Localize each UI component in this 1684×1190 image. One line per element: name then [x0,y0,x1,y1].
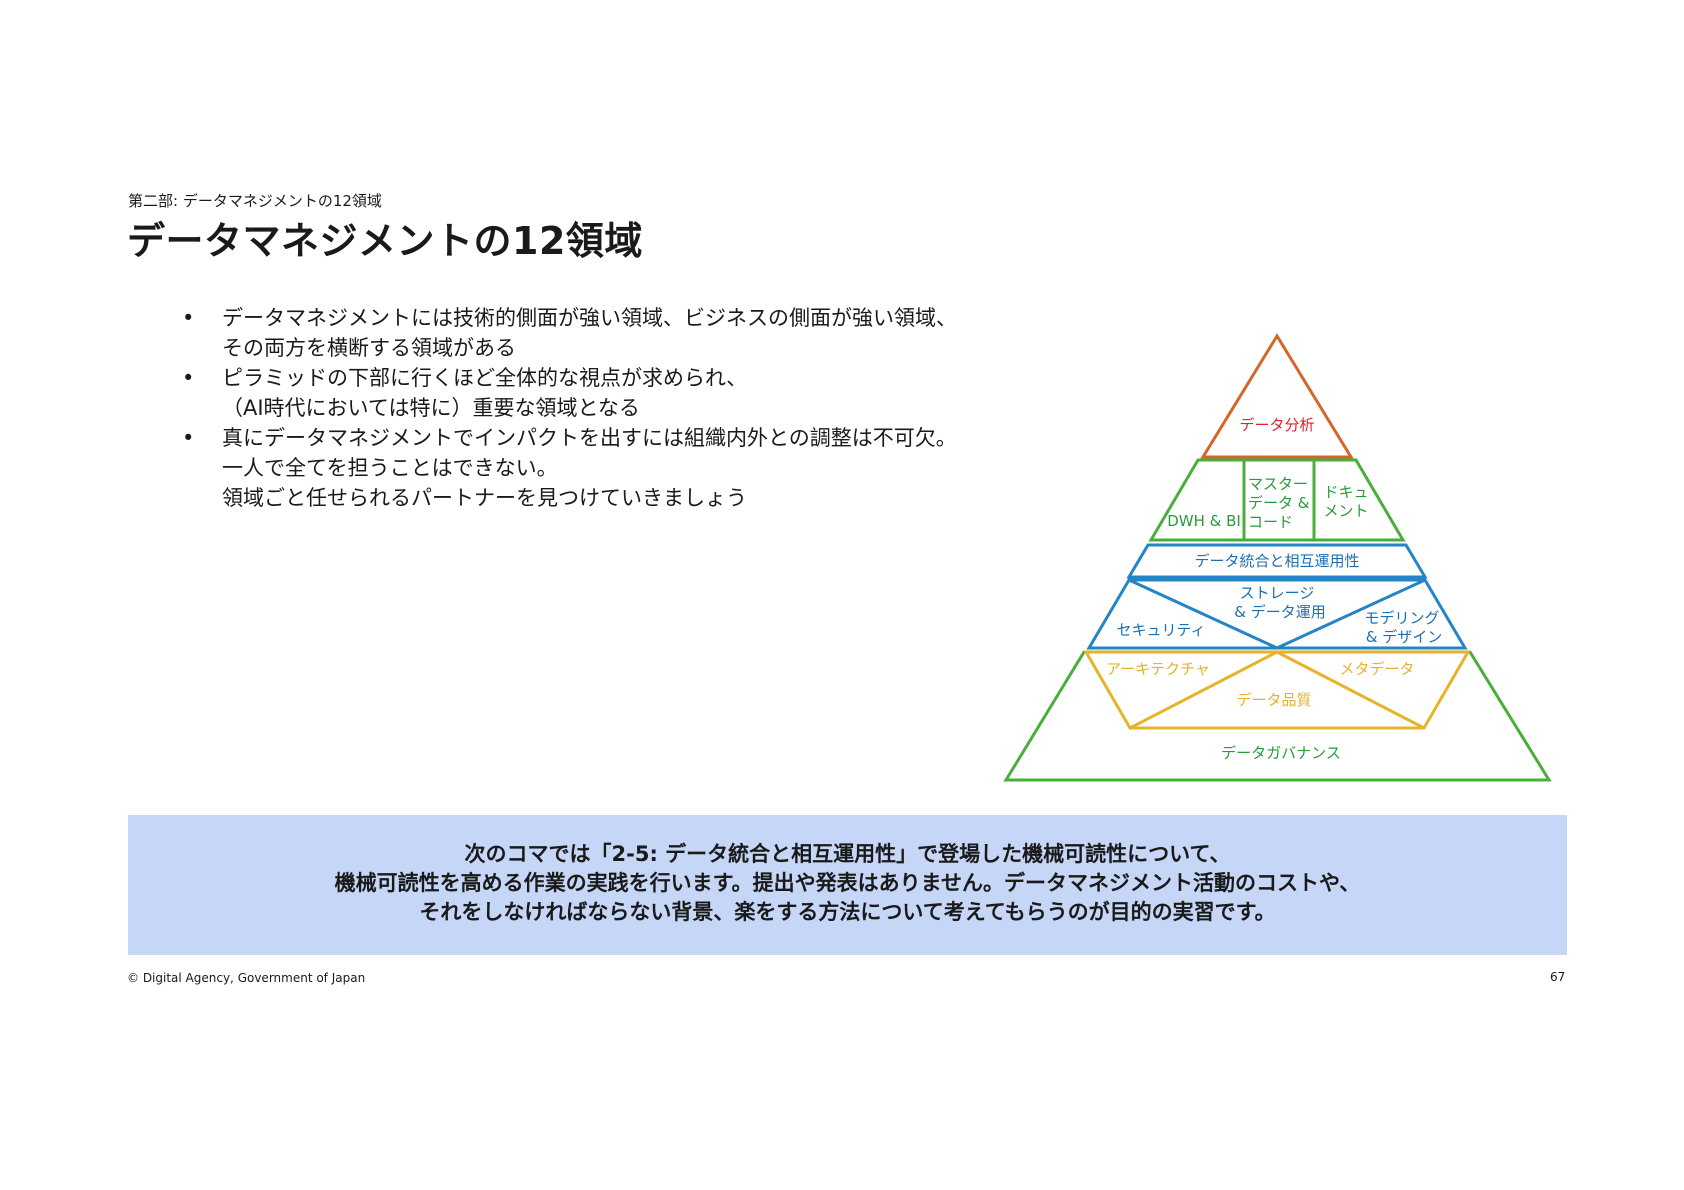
callout-line: それをしなければならない背景、楽をする方法について考えてもらうのが目的の実習です… [419,900,1276,924]
label-data-quality: データ品質 [1236,691,1311,709]
tier3-diagonal [1128,578,1278,650]
callout-line: 次のコマでは「2-5: データ統合と相互運用性」で登場した機械可読性について、 [464,842,1231,866]
label-security: セキュリティ [1116,621,1205,639]
tier4-diagonal [1129,650,1278,730]
label-data-analysis: データ分析 [1239,416,1314,434]
bullet-item: データマネジメントには技術的側面が強い領域、ビジネスの側面が強い領域、 その両方… [180,303,1020,363]
label-data-governance: データガバナンス [1221,744,1341,762]
bullet-item: ピラミッドの下部に行くほど全体的な視点が求められ、 （AI時代においては特に）重… [180,363,1020,423]
page-number: 67 [1550,970,1566,984]
label-architecture: アーキテクチャ [1106,660,1210,678]
callout-text: 次のコマでは「2-5: データ統合と相互運用性」で登場した機械可読性について、 … [128,840,1567,927]
label-storage: ストレージ [1240,584,1315,602]
tier4-diagonal [1276,650,1425,730]
bullet-line: 真にデータマネジメントでインパクトを出すには組織内外との調整は不可欠。 [222,426,957,450]
breadcrumb: 第二部: データマネジメントの12領域 [128,192,382,210]
label-metadata: メタデータ [1339,660,1414,678]
label-master-data: コード [1248,513,1293,531]
tier-top-triangle [1200,333,1354,459]
label-master-data: データ & [1248,494,1310,512]
label-document: メント [1323,502,1368,520]
bullet-list: データマネジメントには技術的側面が強い領域、ビジネスの側面が強い領域、 その両方… [180,303,1020,513]
bullet-line: ピラミッドの下部に行くほど全体的な視点が求められ、 [222,366,748,390]
callout-line: 機械可読性を高める作業の実践を行います。提出や発表はありません。データマネジメン… [334,871,1361,895]
copyright: © Digital Agency, Government of Japan [127,971,366,985]
callout-box: 次のコマでは「2-5: データ統合と相互運用性」で登場した機械可読性について、 … [128,815,1567,955]
label-data-integration: データ統合と相互運用性 [1194,552,1359,570]
label-modeling: モデリング [1364,609,1439,627]
tier3-diagonal [1276,578,1426,650]
bullet-line: その両方を横断する領域がある [222,336,516,360]
bullet-line: 領域ごと任せられるパートナーを見つけていきましょう [222,486,747,510]
label-storage: & データ運用 [1234,603,1325,621]
label-modeling: & デザイン [1366,628,1442,646]
bullet-line: データマネジメントには技術的側面が強い領域、ビジネスの側面が強い領域、 [222,306,957,330]
bullet-line: （AI時代においては特に）重要な領域となる [222,396,640,420]
page-title: データマネジメントの12領域 [127,219,643,263]
tier3-trapezoid [1086,578,1468,650]
data-management-pyramid: データ分析 DWH & BI マスター データ & コード ドキュ メント デー… [1003,333,1552,782]
integration-band [1126,543,1428,579]
bullet-item: 真にデータマネジメントでインパクトを出すには組織内外との調整は不可欠。 一人で全… [180,423,1020,513]
label-dwh-bi: DWH & BI [1167,512,1241,530]
bullet-line: 一人で全てを担うことはできない。 [222,456,558,480]
label-master-data: マスター [1248,475,1308,493]
tier2-trapezoid [1148,458,1406,542]
label-document: ドキュ [1323,483,1368,501]
